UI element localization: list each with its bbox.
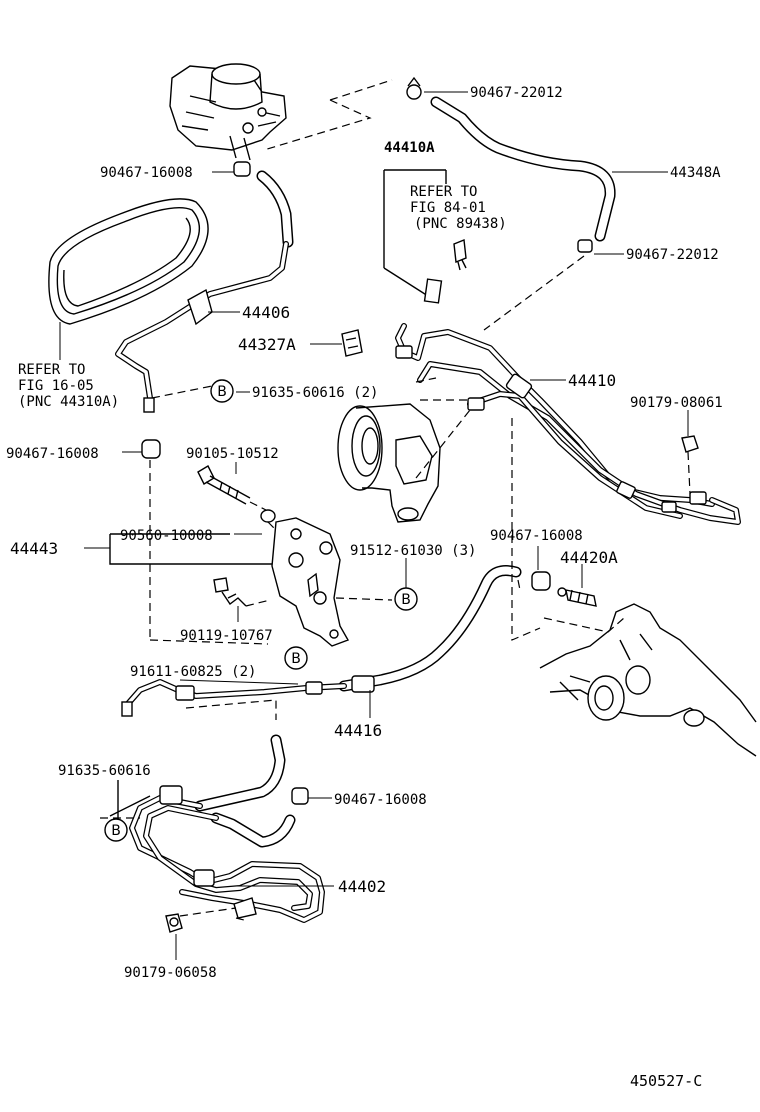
callout-b-2-text: B xyxy=(401,592,411,608)
pressure-hose-44416 xyxy=(121,565,522,717)
label-44410: 44410 xyxy=(568,371,616,390)
collar-90560-10008 xyxy=(260,509,276,523)
label-44410A: 44410A xyxy=(384,140,435,156)
refer-note-switch-line1: REFER TO xyxy=(410,184,477,200)
clamp-90467-16008-right xyxy=(531,571,551,591)
label-90179-08061: 90179-08061 xyxy=(630,395,723,411)
label-90105-10512: 90105-10512 xyxy=(186,446,279,462)
label-90467-22012-top: 90467-22012 xyxy=(470,85,563,101)
bolt-90119-10767 xyxy=(213,577,247,607)
callout-b-1-text: B xyxy=(217,384,227,400)
return-pipe-44402 xyxy=(129,734,325,923)
callout-b-1: B xyxy=(210,379,234,403)
callout-b-4-text: B xyxy=(111,823,121,839)
callout-b-2: B xyxy=(394,587,418,611)
power-steering-pump xyxy=(337,403,441,523)
label-90560-10008: 90560-10008 xyxy=(120,528,213,544)
return-pipe-44406 xyxy=(115,170,294,413)
bracket-44443 xyxy=(271,517,350,647)
callout-b-4: B xyxy=(104,818,128,842)
union-44420A xyxy=(557,587,597,607)
label-91635-60616: 91635-60616 xyxy=(58,763,151,779)
nut-90179-06058 xyxy=(165,913,183,933)
label-91611-60825-2: 91611-60825 (2) xyxy=(130,664,256,680)
hose-44348A xyxy=(430,96,616,242)
callout-b-3-text: B xyxy=(291,651,301,667)
clamp-90467-16008-tank xyxy=(233,161,251,177)
label-90467-16008-right: 90467-16008 xyxy=(490,528,583,544)
label-90467-16008-bottom: 90467-16008 xyxy=(334,792,427,808)
v-belt xyxy=(48,198,209,325)
refer-note-switch-line3: (PNC 89438) xyxy=(414,216,507,232)
label-90467-16008-left: 90467-16008 xyxy=(6,446,99,462)
label-91512-61030-3: 91512-61030 (3) xyxy=(350,543,476,559)
label-90467-22012-mid: 90467-22012 xyxy=(626,247,719,263)
refer-note-switch-line2: FIG 84-01 xyxy=(410,200,486,216)
steering-gear-housing xyxy=(511,418,757,757)
label-44443: 44443 xyxy=(10,539,58,558)
clamp-90467-22012-mid xyxy=(577,239,593,253)
clamp-90467-16008-left xyxy=(141,439,161,459)
label-44420A: 44420A xyxy=(560,548,618,567)
reservoir-tank xyxy=(169,63,287,161)
bolt-90105-10512 xyxy=(197,465,251,505)
bracket-44443-brace xyxy=(109,533,272,565)
refer-note-belt-line1: REFER TO xyxy=(18,362,85,378)
label-90467-16008-tank: 90467-16008 xyxy=(100,165,193,181)
clip-44327A xyxy=(341,329,363,357)
clamp-90467-16008-bottom xyxy=(291,787,309,805)
label-91635-60616-2: 91635-60616 (2) xyxy=(252,385,378,401)
diagram-code: 450527-C xyxy=(630,1072,702,1090)
refer-note-belt-line3: (PNC 44310A) xyxy=(18,394,119,410)
nut-90179-08061 xyxy=(681,410,699,453)
switch-44410A xyxy=(383,169,467,304)
tank-dashed-frame xyxy=(263,79,393,151)
label-44327A: 44327A xyxy=(238,335,296,354)
label-44402: 44402 xyxy=(338,877,386,896)
label-44416: 44416 xyxy=(334,721,382,740)
callout-b-3: B xyxy=(284,646,308,670)
clamp-90467-22012-top xyxy=(406,76,422,100)
label-44348A: 44348A xyxy=(670,165,721,181)
refer-note-belt-line2: FIG 16-05 xyxy=(18,378,94,394)
label-90179-06058: 90179-06058 xyxy=(124,965,217,981)
pressure-tube-44410 xyxy=(395,323,741,525)
label-90119-10767: 90119-10767 xyxy=(180,628,273,644)
label-44406: 44406 xyxy=(242,303,290,322)
